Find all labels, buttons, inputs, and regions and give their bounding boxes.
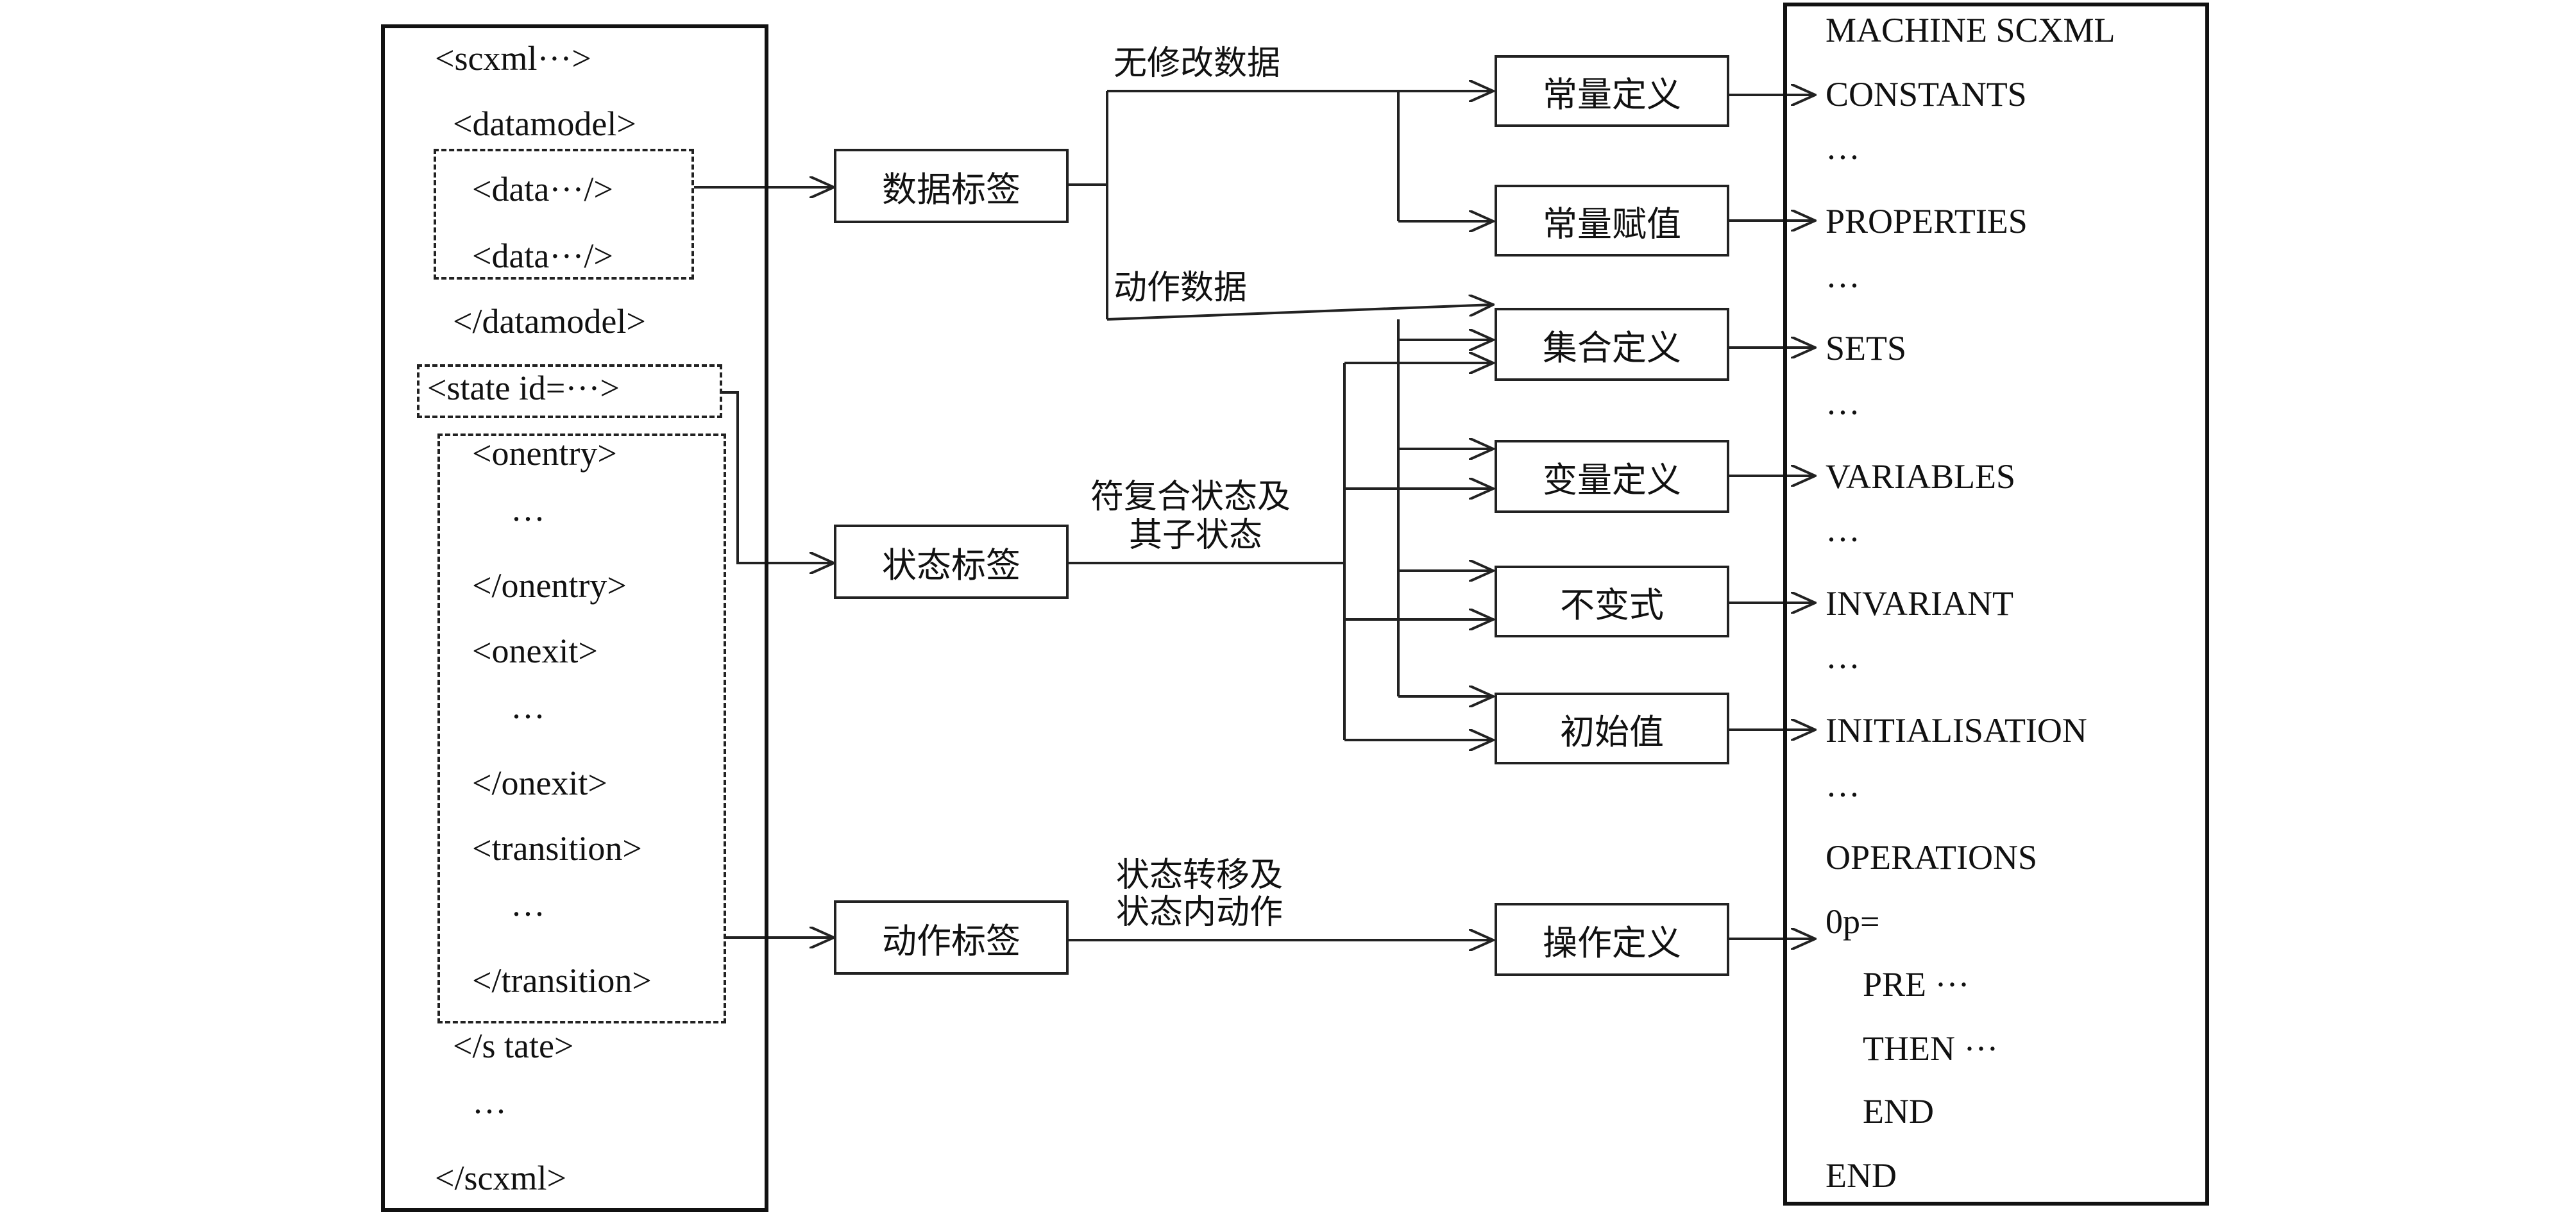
- data-group: [434, 149, 694, 280]
- machine-line: ···: [1826, 393, 1860, 432]
- machine-line: INITIALISATION: [1826, 711, 2087, 750]
- scxml-line: <datamodel>: [453, 105, 636, 143]
- edge-label-composite-state-1: 符复合状态及: [1090, 478, 1291, 516]
- b-machine-document: [1783, 3, 2209, 1206]
- machine-line: VARIABLES: [1826, 457, 2016, 496]
- invariant-label: 不变式: [1560, 584, 1664, 625]
- machine-line: END: [1826, 1156, 1897, 1195]
- scxml-line: ···: [511, 697, 545, 736]
- scxml-line: ···: [472, 1092, 507, 1131]
- scxml-line: ···: [511, 895, 545, 933]
- machine-line: 0p=: [1826, 902, 1880, 941]
- state-id-group: [417, 364, 722, 418]
- edge-label-action-data: 动作数据: [1114, 269, 1248, 307]
- scxml-line: </s tate>: [453, 1027, 574, 1065]
- machine-line: THEN ···: [1863, 1029, 1999, 1068]
- scxml-line: </onexit>: [472, 764, 607, 802]
- scxml-line: </transition>: [472, 961, 652, 1000]
- scxml-line: <transition>: [472, 829, 642, 868]
- machine-line: END: [1863, 1092, 1934, 1131]
- scxml-document: [381, 24, 768, 1212]
- operation-def-box: 操作定义: [1495, 903, 1729, 976]
- state-body-group: [437, 433, 726, 1023]
- data-tag-box: 数据标签: [834, 149, 1069, 223]
- machine-line: ···: [1826, 520, 1860, 559]
- scxml-line: ···: [511, 500, 545, 538]
- initial-value-box: 初始值: [1495, 693, 1729, 764]
- constant-def-label: 常量定义: [1543, 74, 1681, 115]
- state-tag-label: 状态标签: [882, 544, 1021, 585]
- invariant-box: 不变式: [1495, 566, 1729, 637]
- edge-label-composite-state-2: 其子状态: [1129, 516, 1263, 555]
- machine-line: SETS: [1826, 329, 1907, 367]
- set-def-label: 集合定义: [1543, 327, 1681, 368]
- variable-def-box: 变量定义: [1495, 440, 1729, 513]
- scxml-line: <state id=···>: [427, 369, 620, 407]
- data-tag-label: 数据标签: [882, 169, 1021, 210]
- machine-line: PROPERTIES: [1826, 202, 2028, 240]
- scxml-line: </onentry>: [472, 566, 627, 605]
- set-def-box: 集合定义: [1495, 308, 1729, 381]
- edge-label-unmodified-data: 无修改数据: [1114, 44, 1281, 83]
- machine-line: CONSTANTS: [1826, 75, 2027, 114]
- scxml-line: </datamodel>: [453, 302, 646, 341]
- action-tag-label: 动作标签: [882, 920, 1021, 961]
- scxml-line: <onentry>: [472, 434, 617, 473]
- state-tag-box: 状态标签: [834, 525, 1069, 599]
- machine-line: ···: [1826, 138, 1860, 176]
- constant-assign-label: 常量赋值: [1543, 203, 1681, 244]
- arrow-state-to-state-tag: [722, 391, 834, 563]
- machine-line: ···: [1826, 775, 1860, 814]
- edge-label-transition-2: 状态内动作: [1116, 893, 1284, 932]
- scxml-line: </scxml>: [435, 1159, 566, 1197]
- machine-line: INVARIANT: [1826, 584, 2013, 623]
- machine-line: ···: [1826, 266, 1860, 305]
- initial-value-label: 初始值: [1560, 711, 1664, 752]
- constant-assign-box: 常量赋值: [1495, 185, 1729, 257]
- constant-def-box: 常量定义: [1495, 55, 1729, 127]
- variable-def-label: 变量定义: [1543, 459, 1681, 500]
- machine-line: ···: [1826, 647, 1860, 686]
- scxml-line: <onexit>: [472, 632, 598, 670]
- machine-line: MACHINE SCXML: [1826, 11, 2115, 49]
- scxml-line: <data···/>: [472, 237, 613, 275]
- scxml-line: <scxml···>: [435, 39, 591, 78]
- scxml-line: <data···/>: [472, 170, 613, 208]
- operation-def-label: 操作定义: [1543, 922, 1681, 963]
- action-tag-box: 动作标签: [834, 900, 1069, 975]
- arrow-to-set-def-from-action-data: [1106, 305, 1493, 321]
- machine-line: OPERATIONS: [1826, 838, 2038, 877]
- machine-line: PRE ···: [1863, 965, 1970, 1004]
- edge-label-transition-1: 状态转移及: [1116, 856, 1284, 895]
